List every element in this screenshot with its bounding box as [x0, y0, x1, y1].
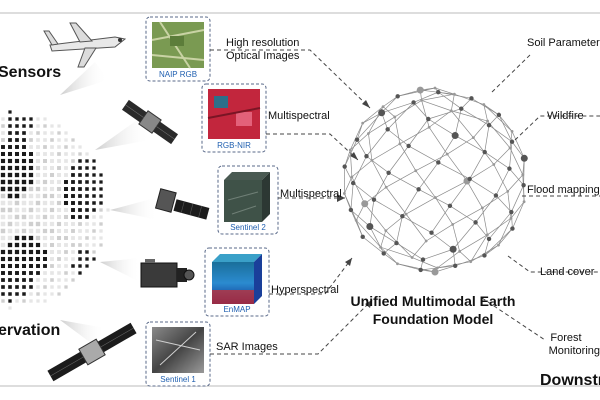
source-label-line1: High resolution — [226, 37, 300, 49]
model-title-line2: Foundation Model — [372, 311, 494, 327]
thumb-caption-naip: NAIP RGB — [158, 70, 198, 79]
connector-multispectral-1 — [266, 133, 359, 161]
beam-sat-2 — [110, 198, 158, 220]
task-label-forest: Forest Monitoring — [532, 332, 600, 358]
task-label-forest-line2: Monitoring — [548, 345, 600, 357]
source-label-multispectral-1: Multispectral — [268, 110, 330, 122]
camera-icon — [140, 259, 195, 288]
satellite-icon — [121, 99, 179, 145]
satellite-icon — [154, 188, 210, 220]
thumb-caption-rgb-nir: RGB-NIR — [217, 141, 251, 150]
satellite-icon — [47, 322, 137, 382]
task-label-forest-line1: Forest — [550, 332, 582, 344]
network-sphere-icon — [342, 86, 528, 276]
sensors-heading: Sensors — [0, 64, 62, 81]
thumbnail-naip — [145, 16, 211, 82]
task-label-flood: Flood mapping — [527, 184, 600, 196]
task-label-soil: Soil Parameter — [527, 37, 600, 49]
observation-heading: ervation — [0, 322, 61, 339]
thumbnail-sentinel1 — [145, 321, 211, 387]
connector-landcover — [507, 255, 600, 273]
beam-sat-1 — [95, 118, 150, 150]
thumbnail-rgb-nir — [201, 83, 267, 153]
task-label-wildfire: Wildfire — [547, 110, 584, 122]
source-label-multispectral-2: Multispectral — [280, 188, 342, 200]
connector-sar — [210, 299, 373, 355]
model-title: Unified Multimodal Earth Foundation Mode… — [338, 292, 528, 328]
source-label-optical: High resolution Optical Images — [226, 37, 299, 63]
globe-icon — [0, 110, 110, 310]
source-label-hyperspectral: Hyperspectral — [271, 284, 339, 296]
source-label-sar: SAR Images — [216, 341, 278, 353]
beam-aircraft — [60, 62, 108, 95]
thumbnail-sentinel2 — [217, 165, 279, 235]
connector-optical — [210, 49, 371, 109]
downstream-heading: Downstr — [540, 372, 600, 389]
thumb-caption-sentinel1: Sentinel 1 — [160, 375, 196, 384]
model-title-line1: Unified Multimodal Earth — [350, 293, 516, 309]
source-connectors — [210, 49, 373, 355]
task-label-landcover: Land cover — [540, 266, 595, 278]
connector-hyperspectral — [269, 257, 353, 295]
thumb-caption-enmap: EnMAP — [223, 305, 251, 314]
source-label-line2: Optical Images — [226, 50, 300, 62]
beam-sat-3 — [60, 320, 105, 346]
connector-forest — [481, 297, 546, 341]
sensor-beams — [60, 62, 158, 346]
task-connectors — [481, 54, 600, 341]
thumbnail-enmap — [204, 247, 270, 317]
connector-soil — [491, 54, 531, 93]
connector-arrowheads — [337, 100, 372, 308]
thumb-caption-sentinel2: Sentinel 2 — [230, 223, 266, 232]
airplane-icon — [43, 22, 127, 68]
beam-camera — [100, 258, 140, 282]
